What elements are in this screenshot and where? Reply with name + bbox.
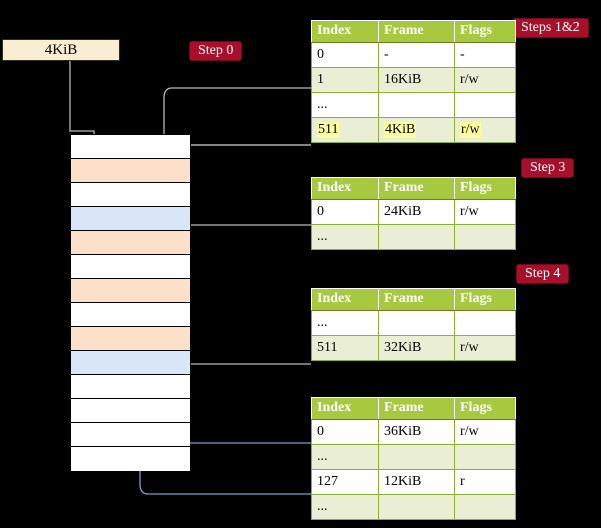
cell-index: 0 [311,419,379,445]
cell-index: ... [311,444,379,470]
badge-steps-1-2: Steps 1&2 [512,18,589,38]
column-header-frame: Frame [378,20,455,43]
highlighted-value: 511 [317,121,340,137]
column-header-index: Index [311,20,379,43]
physical-memory-column [70,134,191,471]
cell-flags [454,444,516,470]
cell-flags: r/w [454,419,516,445]
memory-row-12 [71,423,190,447]
column-header-flags: Flags [454,397,516,420]
memory-row-4 [71,231,190,255]
column-header-frame: Frame [378,288,455,311]
cell-frame: - [378,42,455,68]
memory-row-7 [71,303,190,327]
cell-frame: 36KiB [378,419,455,445]
cell-frame: 16KiB [378,67,455,93]
table-row: ... [311,444,516,470]
badge-step-4-label: Step 4 [525,265,561,281]
highlighted-value: r/w [460,121,481,137]
cell-flags: r [454,469,516,495]
column-header-index: Index [311,397,379,420]
cell-flags [454,310,516,336]
cell-index: ... [311,310,379,336]
badge-step-4: Step 4 [516,264,570,284]
memory-row-0 [71,135,190,159]
cell-frame [378,494,455,520]
table-row: ... [311,92,516,118]
memory-row-2 [71,183,190,207]
cell-frame [378,444,455,470]
cell-flags: r/w [454,199,516,225]
column-header-flags: Flags [454,288,516,311]
memory-row-8 [71,327,190,351]
column-header-frame: Frame [378,177,455,200]
badge-steps-1-2-label: Steps 1&2 [521,19,580,35]
badge-step-3-label: Step 3 [530,159,566,175]
badge-step-0: Step 0 [189,41,243,61]
memory-row-3 [71,207,190,231]
cell-index: 1 [311,67,379,93]
cell-flags: - [454,42,516,68]
memory-row-5 [71,255,190,279]
cell-index: 127 [311,469,379,495]
memory-row-10 [71,375,190,399]
badge-step-3: Step 3 [521,158,575,178]
cell-frame [378,224,455,250]
cell-index: 0 [311,42,379,68]
source-frame-box: 4KiB [2,39,120,61]
cell-flags: r/w [454,335,516,361]
cell-index: 511 [311,335,379,361]
column-header-flags: Flags [454,177,516,200]
cell-frame: 4KiB [378,117,455,143]
highlighted-value: 4KiB [384,121,417,137]
column-header-index: Index [311,177,379,200]
cell-flags: r/w [454,117,516,143]
cell-frame: 32KiB [378,335,455,361]
table-row: 0-- [311,42,516,68]
memory-row-9 [71,351,190,375]
memory-row-13 [71,447,190,471]
source-frame-label: 4KiB [44,41,78,58]
memory-row-11 [71,399,190,423]
cell-frame [378,310,455,336]
cell-frame: 12KiB [378,469,455,495]
cell-flags: r/w [454,67,516,93]
column-header-index: Index [311,288,379,311]
memory-row-1 [71,159,190,183]
table-row: 511 4KiB r/w [311,117,516,143]
cell-flags [454,224,516,250]
column-header-frame: Frame [378,397,455,420]
cell-index: 0 [311,199,379,225]
column-header-flags: Flags [454,20,516,43]
badge-step-0-label: Step 0 [198,42,234,58]
cell-flags [454,494,516,520]
table-row: ... [311,494,516,520]
table-row: ... [311,224,516,250]
cell-index: 511 [311,117,379,143]
cell-index: ... [311,92,379,118]
cell-frame [378,92,455,118]
cell-index: ... [311,224,379,250]
cell-flags [454,92,516,118]
memory-row-6 [71,279,190,303]
cell-index: ... [311,494,379,520]
cell-frame: 24KiB [378,199,455,225]
table-row: ... [311,310,516,336]
